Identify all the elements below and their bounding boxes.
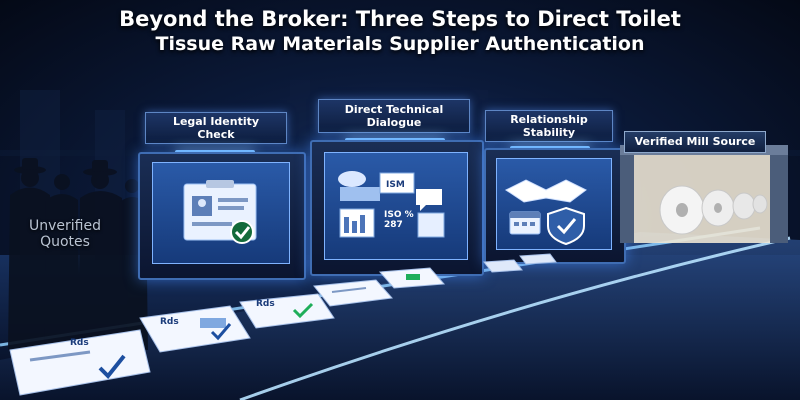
badge-text: ISO %: [384, 210, 414, 220]
check-icon: [556, 218, 577, 235]
unverified-quotes-label: Unverified Quotes: [29, 218, 101, 250]
shield-icon: [547, 206, 585, 246]
step-label-line-1: Direct Technical: [344, 103, 444, 116]
id-document-check-icon: [183, 180, 257, 244]
step-label-line-2: Stability: [522, 126, 576, 139]
document-card: Rds: [9, 329, 151, 396]
kiosk-screen: [324, 152, 468, 260]
check-icon: [292, 302, 314, 319]
stamp-text: Rds: [160, 317, 179, 327]
step-label-plate: Direct Technical Dialogue: [318, 99, 470, 133]
check-icon: [210, 323, 232, 341]
handshake-icon: [505, 179, 587, 203]
broker-silhouettes: [8, 158, 148, 350]
headline-line-1: Beyond the Broker: Three Steps to Direct…: [119, 7, 681, 31]
badge-text: ISM: [386, 180, 405, 190]
document-card: [483, 253, 557, 273]
step-label-line-1: Relationship: [510, 113, 588, 126]
chat-bubble-icon: [416, 189, 442, 211]
chat-and-documents-icon: ISM ISO % 287: [338, 171, 445, 238]
headline: Beyond the Broker: Three Steps to Direct…: [0, 6, 800, 56]
walkway: [0, 232, 800, 400]
person-silhouette: [8, 187, 52, 350]
stamp-text: Rds: [70, 338, 89, 348]
handshake-shield-icon: [505, 179, 587, 246]
person-silhouette: [78, 191, 126, 350]
cloud-icon: [338, 171, 366, 187]
step-label-line-2: Check: [197, 128, 235, 141]
badge-text: 287: [384, 220, 403, 230]
document-card: [313, 279, 394, 307]
step-label-plate: Legal Identity Check: [145, 112, 287, 144]
document-card: [378, 267, 446, 289]
step-label-line-2: Dialogue: [366, 116, 422, 129]
step-label-plate: Relationship Stability: [485, 110, 613, 142]
document-card: Rds: [239, 293, 335, 329]
kiosk: [484, 148, 626, 264]
paper-rolls-icon: [659, 185, 768, 235]
kiosk: [310, 140, 484, 276]
step-label-line-1: Legal Identity: [172, 115, 260, 128]
stamp-text: Rds: [256, 299, 275, 309]
document-card: Rds: [139, 305, 251, 353]
check-icon: [98, 354, 126, 379]
verified-mill-source-label: Verified Mill Source: [624, 131, 766, 153]
kiosk-screen: [152, 162, 290, 264]
walkway-glow-edge-bottom: [239, 236, 791, 400]
headline-line-2: Tissue Raw Materials Supplier Authentica…: [155, 33, 645, 55]
person-silhouette: [44, 194, 80, 350]
